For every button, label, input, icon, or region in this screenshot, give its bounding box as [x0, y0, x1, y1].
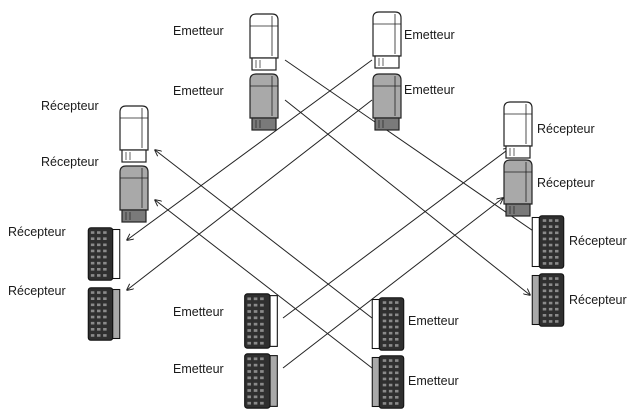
- label-receiver: Récepteur: [8, 284, 66, 298]
- label-emitter: Emetteur: [173, 24, 224, 38]
- beam-line: [282, 198, 503, 369]
- receiver-right-white: [503, 101, 533, 159]
- receiver-right-dark-2: [531, 273, 565, 327]
- devices: [87, 11, 565, 409]
- label-receiver: Récepteur: [537, 122, 595, 136]
- receiver-right-dark-1: [531, 215, 565, 269]
- emitter-top-left-grey: [249, 73, 279, 131]
- label-receiver: Récepteur: [8, 225, 66, 239]
- emitter-bottom-left-1: [244, 293, 278, 349]
- emitter-top-right-white: [372, 11, 402, 69]
- beam-line: [284, 99, 530, 295]
- labels: Emetteur Emetteur Emetteur Emetteur Réce…: [8, 24, 627, 388]
- emitter-bottom-right-1: [371, 297, 405, 351]
- label-receiver: Récepteur: [41, 99, 99, 113]
- receiver-left-dark-1: [87, 227, 121, 281]
- label-emitter: Emetteur: [408, 374, 459, 388]
- label-emitter: Emetteur: [173, 84, 224, 98]
- emitter-top-right-grey: [372, 73, 402, 131]
- beam-lines: [127, 59, 542, 369]
- beam-line: [155, 150, 373, 319]
- label-emitter: Emetteur: [173, 362, 224, 376]
- label-receiver: Récepteur: [569, 293, 627, 307]
- label-receiver: Récepteur: [537, 176, 595, 190]
- receiver-left-dark-2: [87, 287, 121, 341]
- label-receiver: Récepteur: [41, 155, 99, 169]
- label-emitter: Emetteur: [173, 305, 224, 319]
- label-emitter: Emetteur: [404, 83, 455, 97]
- beam-line: [282, 148, 510, 319]
- label-emitter: Emetteur: [408, 314, 459, 328]
- emitter-top-left-white: [249, 13, 279, 71]
- beam-line: [155, 200, 373, 369]
- receiver-left-white: [119, 105, 149, 163]
- beam-line: [127, 99, 373, 290]
- beam-line: [284, 59, 542, 237]
- emitter-bottom-left-2: [244, 353, 278, 409]
- receiver-left-grey: [119, 165, 149, 223]
- receiver-right-grey: [503, 159, 533, 217]
- label-emitter: Emetteur: [404, 28, 455, 42]
- label-receiver: Récepteur: [569, 234, 627, 248]
- emitter-bottom-right-2: [371, 355, 405, 409]
